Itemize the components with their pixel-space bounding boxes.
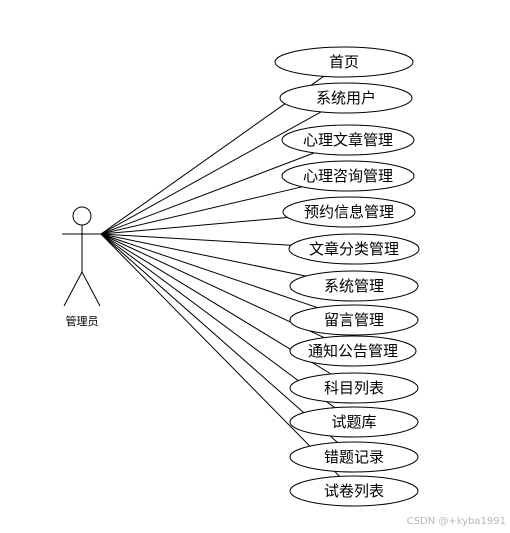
use-case-ellipse	[281, 124, 415, 156]
actor-figure: 管理员	[62, 206, 102, 328]
use-case-label: 留言管理	[324, 311, 384, 329]
watermark: CSDN @+kyba1991	[406, 516, 506, 527]
association-line	[100, 233, 292, 246]
use-case-ellipse	[289, 475, 419, 507]
use-case-label: 首页	[329, 53, 359, 71]
use-case-label: 科目列表	[324, 379, 384, 397]
actor-right-leg	[81, 271, 101, 307]
use-case-label: 错题记录	[324, 448, 384, 466]
association-line	[100, 233, 340, 477]
use-case-ellipse	[279, 82, 413, 114]
use-case-label: 预约信息管理	[304, 203, 394, 221]
use-case-ellipse	[288, 233, 420, 265]
use-case-ellipse	[289, 441, 419, 473]
association-line	[100, 152, 315, 235]
use-case-label: 通知公告管理	[308, 342, 398, 360]
use-case-label: 系统用户	[316, 89, 376, 107]
association-line	[100, 233, 338, 443]
use-case-ellipse	[289, 406, 419, 438]
use-case-label: 系统管理	[324, 277, 384, 295]
use-case-group: 首页系统用户心理文章管理心理咨询管理预约信息管理文章分类管理系统管理留言管理通知…	[274, 46, 420, 507]
actor-left-leg	[63, 271, 83, 307]
use-case-ellipse	[289, 270, 419, 302]
use-case-label: 心理文章管理	[303, 131, 393, 149]
association-line	[100, 186, 303, 235]
association-line	[100, 111, 322, 235]
association-line	[100, 217, 288, 235]
association-line	[100, 233, 325, 339]
use-case-ellipse	[289, 335, 417, 367]
use-case-label: 试卷列表	[324, 482, 384, 500]
association-line	[100, 233, 307, 277]
association-line	[100, 233, 318, 309]
use-case-ellipse	[282, 196, 416, 228]
use-case-ellipse	[274, 46, 414, 78]
use-case-ellipse	[281, 160, 415, 192]
use-case-label: 心理咨询管理	[303, 167, 393, 185]
actor-label: 管理员	[66, 314, 99, 328]
use-case-ellipse	[289, 372, 419, 404]
actor-head	[72, 206, 92, 226]
use-case-ellipse	[289, 304, 419, 336]
association-line	[100, 233, 335, 409]
use-case-label: 试题库	[331, 413, 376, 431]
use-case-label: 文章分类管理	[309, 240, 399, 258]
